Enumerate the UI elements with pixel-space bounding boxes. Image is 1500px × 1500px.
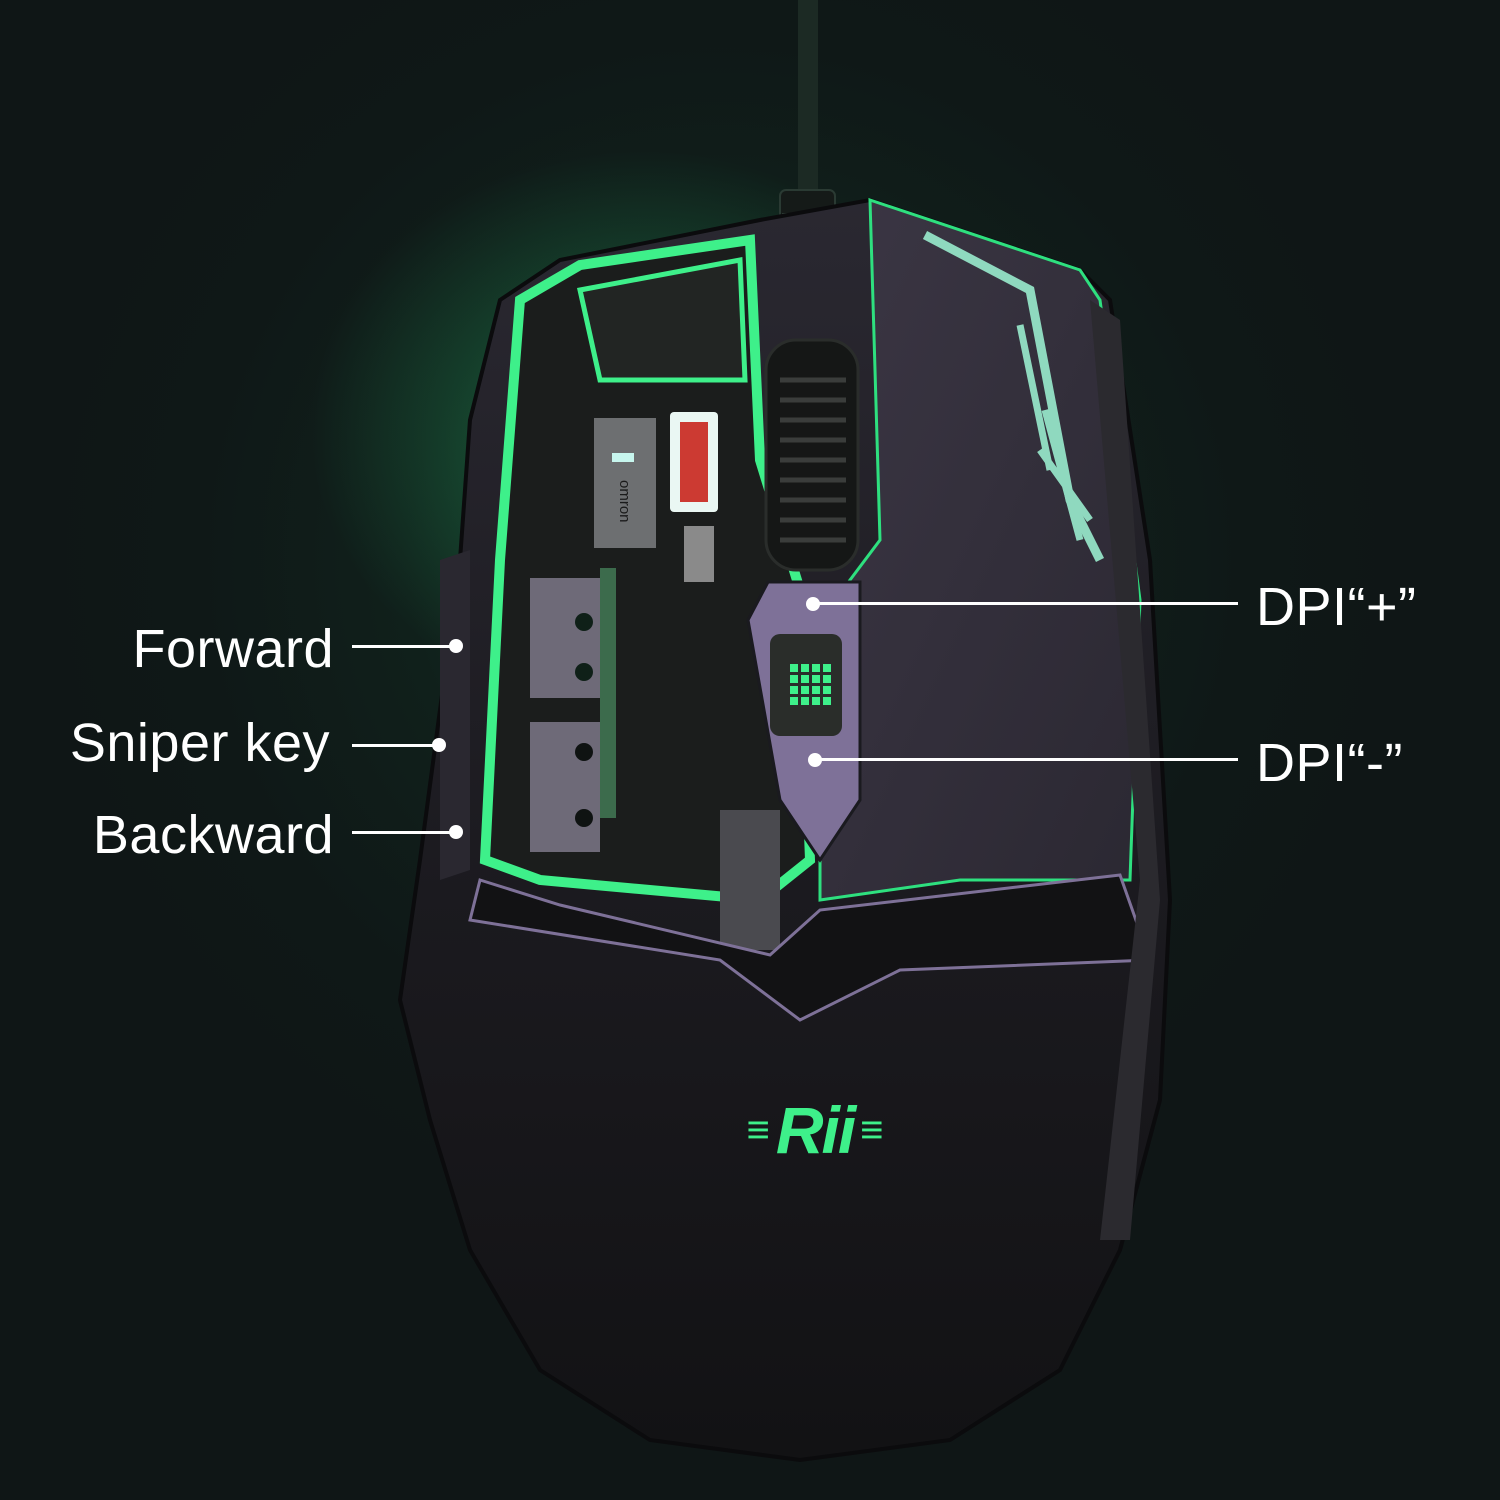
dpi-indicator bbox=[770, 634, 842, 736]
omron-label: omron bbox=[616, 480, 633, 523]
callout-forward-dot bbox=[449, 639, 463, 653]
right-button-light-stripe bbox=[922, 231, 1105, 563]
side-switch-forward bbox=[530, 578, 600, 698]
callout-forward-label: Forward bbox=[132, 619, 334, 679]
brand-logo-text: Rii bbox=[775, 1093, 856, 1167]
omron-switch bbox=[594, 418, 656, 548]
callout-dpi-plus-dot bbox=[806, 597, 820, 611]
callout-dpi-plus-line bbox=[816, 602, 1238, 605]
callout-dpi-minus-dot bbox=[808, 753, 822, 767]
callout-dpi-minus-label: DPI“-” bbox=[1256, 733, 1403, 793]
callout-backward-line bbox=[352, 831, 452, 834]
cable bbox=[798, 0, 818, 200]
logo-wings-left-icon: ≡ bbox=[746, 1107, 770, 1152]
brand-logo: ≡ Rii ≡ bbox=[710, 1093, 920, 1167]
callout-sniper-key-label: Sniper key bbox=[69, 713, 330, 773]
side-switch-backward bbox=[530, 722, 600, 852]
scroll-wheel bbox=[764, 338, 860, 572]
logo-wings-right-icon: ≡ bbox=[860, 1107, 884, 1152]
callout-backward-dot bbox=[449, 825, 463, 839]
sensor-chip bbox=[720, 810, 780, 950]
callout-sniper-key-dot bbox=[432, 738, 446, 752]
dpi-led-grid bbox=[790, 664, 831, 705]
right-button bbox=[818, 197, 1142, 902]
callout-sniper-key-line bbox=[352, 744, 437, 747]
callout-backward-label: Backward bbox=[92, 805, 334, 865]
callout-dpi-minus-line bbox=[818, 758, 1238, 761]
callout-dpi-plus-label: DPI“+” bbox=[1256, 577, 1417, 637]
callout-forward-line bbox=[352, 645, 452, 648]
